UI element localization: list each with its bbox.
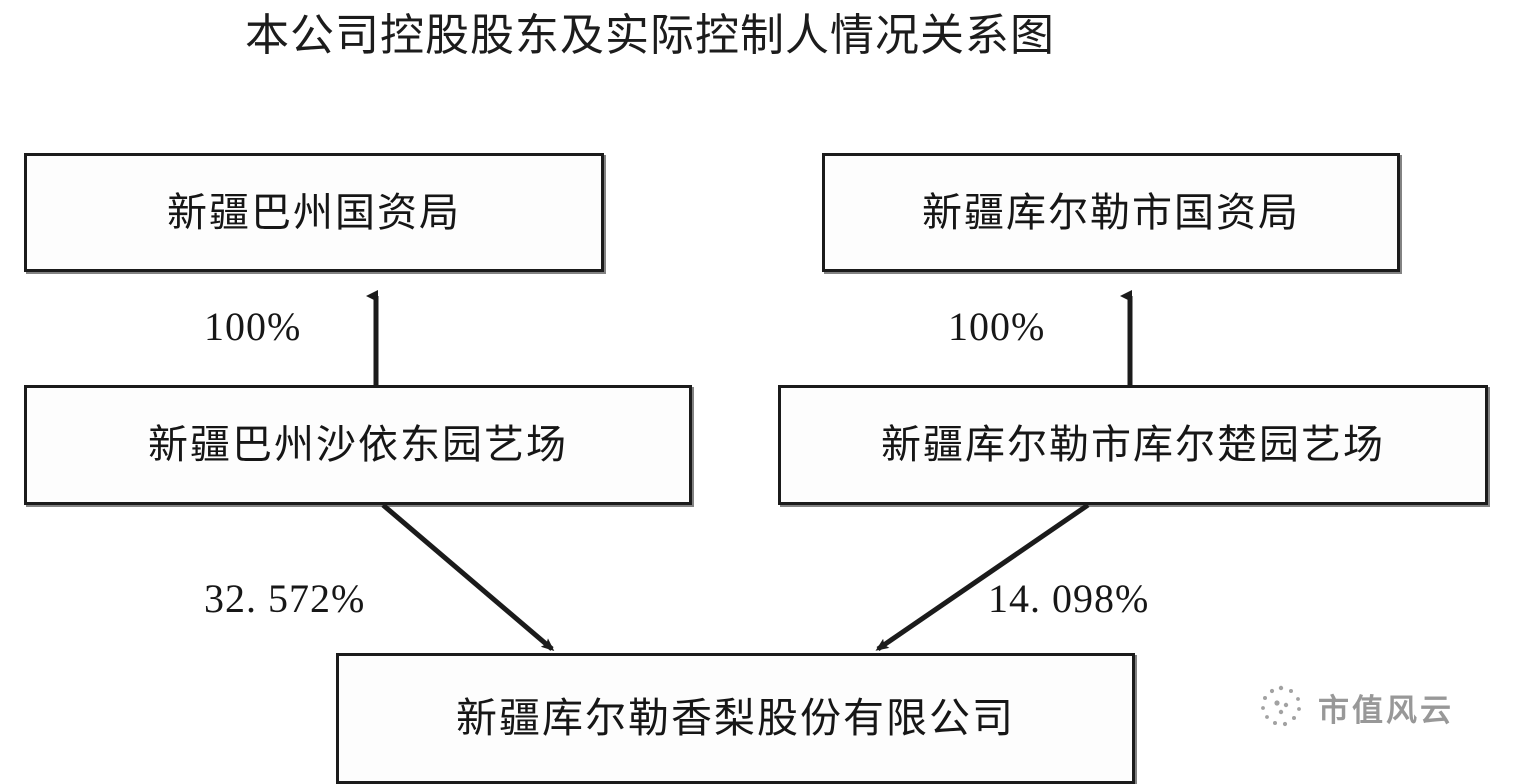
edge-label-shayidong-stake: 32. 572% [204,576,366,621]
watermark-text: 市值风云 [1318,692,1454,728]
node-label: 新疆库尔勒市国资局 [922,189,1300,235]
node-label: 新疆库尔勒香梨股份有限公司 [456,694,1015,741]
node-listed-company[interactable]: 新疆库尔勒香梨股份有限公司 [336,653,1135,784]
edge-label-bazhou-ownership: 100% [204,304,302,349]
node-label: 新疆库尔勒市库尔楚园艺场 [881,422,1385,467]
watermark: 市值风云 [1258,684,1454,730]
node-kuerchu-orchard[interactable]: 新疆库尔勒市库尔楚园艺场 [778,385,1488,505]
edge-label-korla-ownership: 100% [948,304,1046,349]
node-label: 新疆巴州国资局 [167,189,461,235]
edge-shayidong-to-company [381,503,555,651]
node-shayidong-orchard[interactable]: 新疆巴州沙依东园艺场 [24,385,692,505]
dotted-circle-logo-icon [1261,685,1301,727]
node-bazhou-sasac[interactable]: 新疆巴州国资局 [24,153,604,272]
edge-label-kuerchu-stake: 14. 098% [988,576,1150,621]
page-title: 本公司控股股东及实际控制人情况关系图 [245,11,1055,60]
node-korla-sasac[interactable]: 新疆库尔勒市国资局 [822,153,1400,272]
node-label: 新疆巴州沙依东园艺场 [148,422,568,467]
